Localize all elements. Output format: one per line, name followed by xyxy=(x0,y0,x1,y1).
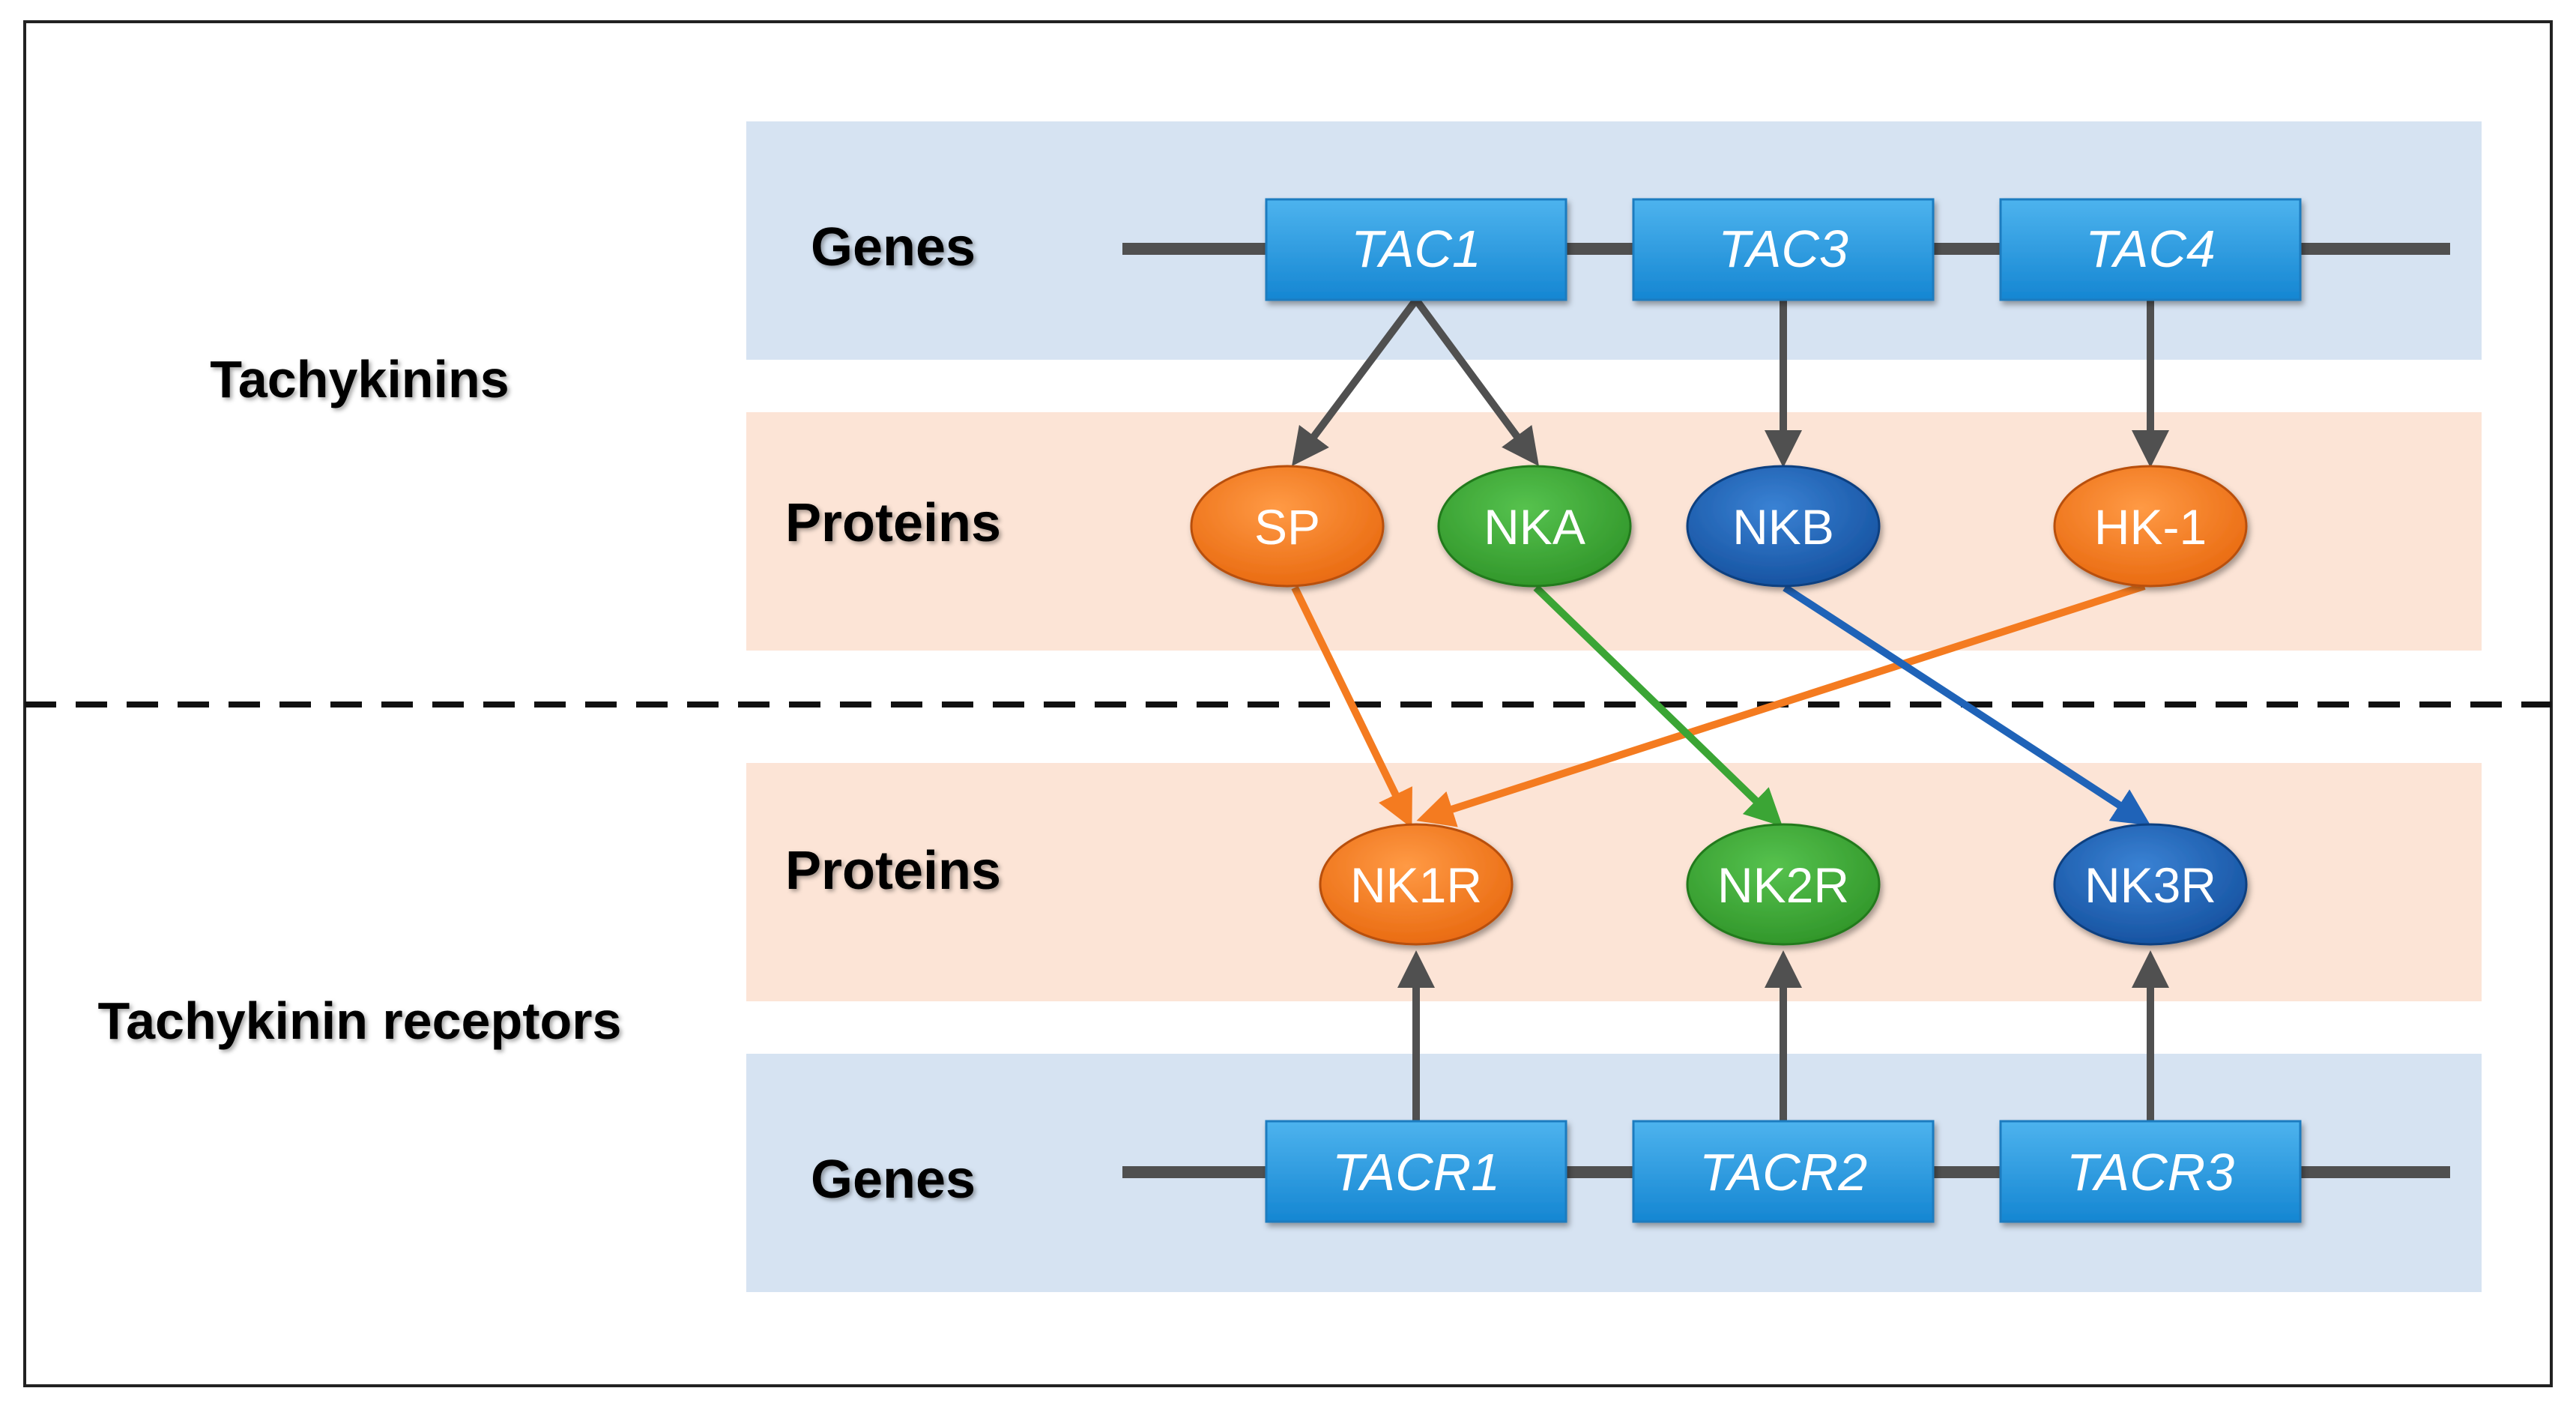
protein-node xyxy=(1190,465,1385,588)
receptor-nk1r: NK1R xyxy=(1319,823,1514,946)
row-label-top-genes: Genes xyxy=(811,217,976,277)
gene-box xyxy=(1999,1120,2302,1223)
receptor-nk3r: NK3R xyxy=(2053,823,2248,946)
arrow-hk1-nk1r xyxy=(1416,582,2146,827)
receptor-label: NK1R xyxy=(1350,857,1482,913)
arrow-tac1-sp xyxy=(1292,298,1420,467)
protein-node xyxy=(1686,465,1881,588)
gene-box xyxy=(1632,198,1935,301)
receptor-node xyxy=(1319,823,1514,946)
arrow-nkb-nk3r xyxy=(1783,584,2151,826)
protein-label: NKB xyxy=(1732,499,1834,555)
top-gene-tac1: TAC1 xyxy=(1265,198,1567,301)
protein-nka: NKA xyxy=(1437,465,1632,588)
top-gene-tac3: TAC3 xyxy=(1632,198,1935,301)
gene-box xyxy=(1999,198,2302,301)
arrow-sp-nk1r xyxy=(1291,585,1412,828)
gene-box xyxy=(1632,1120,1935,1223)
receptor-node xyxy=(1686,823,1881,946)
gene-label: TAC1 xyxy=(1351,220,1481,278)
gene-box xyxy=(1265,198,1567,301)
receptor-label: NK3R xyxy=(2084,857,2216,913)
protein-sp: SP xyxy=(1190,465,1385,588)
row-label-bottom-proteins: Proteins xyxy=(785,841,1001,901)
receptor-nk2r: NK2R xyxy=(1686,823,1881,946)
protein-node xyxy=(1437,465,1632,588)
bottom-gene-tacr2: TACR2 xyxy=(1632,1120,1935,1223)
protein-label: NKA xyxy=(1484,499,1585,555)
protein-node xyxy=(2053,465,2248,588)
row-label-top-proteins: Proteins xyxy=(785,493,1001,553)
receptor-label: NK2R xyxy=(1717,857,1849,913)
protein-to-receptor-arrows xyxy=(1291,582,2151,828)
bottom-gene-tacr3: TACR3 xyxy=(1999,1120,2302,1223)
arrow-tac1-nka xyxy=(1412,298,1539,467)
gene-box xyxy=(1265,1120,1567,1223)
gene-label: TAC3 xyxy=(1718,220,1848,278)
section-label-receptors: Tachykinin receptors xyxy=(98,992,622,1050)
protein-label: SP xyxy=(1254,499,1320,555)
top-gene-tac4: TAC4 xyxy=(1999,198,2302,301)
section-label-tachykinins: Tachykinins xyxy=(210,350,509,408)
protein-nkb: NKB xyxy=(1686,465,1881,588)
protein-label: HK-1 xyxy=(2094,499,2207,555)
receptor-node xyxy=(2053,823,2248,946)
row-label-bottom-genes: Genes xyxy=(811,1150,976,1210)
gene-label: TACR2 xyxy=(1699,1143,1867,1201)
gene-label: TACR1 xyxy=(1332,1143,1500,1201)
bottom-gene-tacr1: TACR1 xyxy=(1265,1120,1567,1223)
gene-to-protein-arrows xyxy=(1292,298,2169,1121)
gene-label: TACR3 xyxy=(2066,1143,2234,1201)
arrow-nka-nk2r xyxy=(1533,585,1783,827)
protein-hk1: HK-1 xyxy=(2053,465,2248,588)
gene-label: TAC4 xyxy=(2085,220,2216,278)
